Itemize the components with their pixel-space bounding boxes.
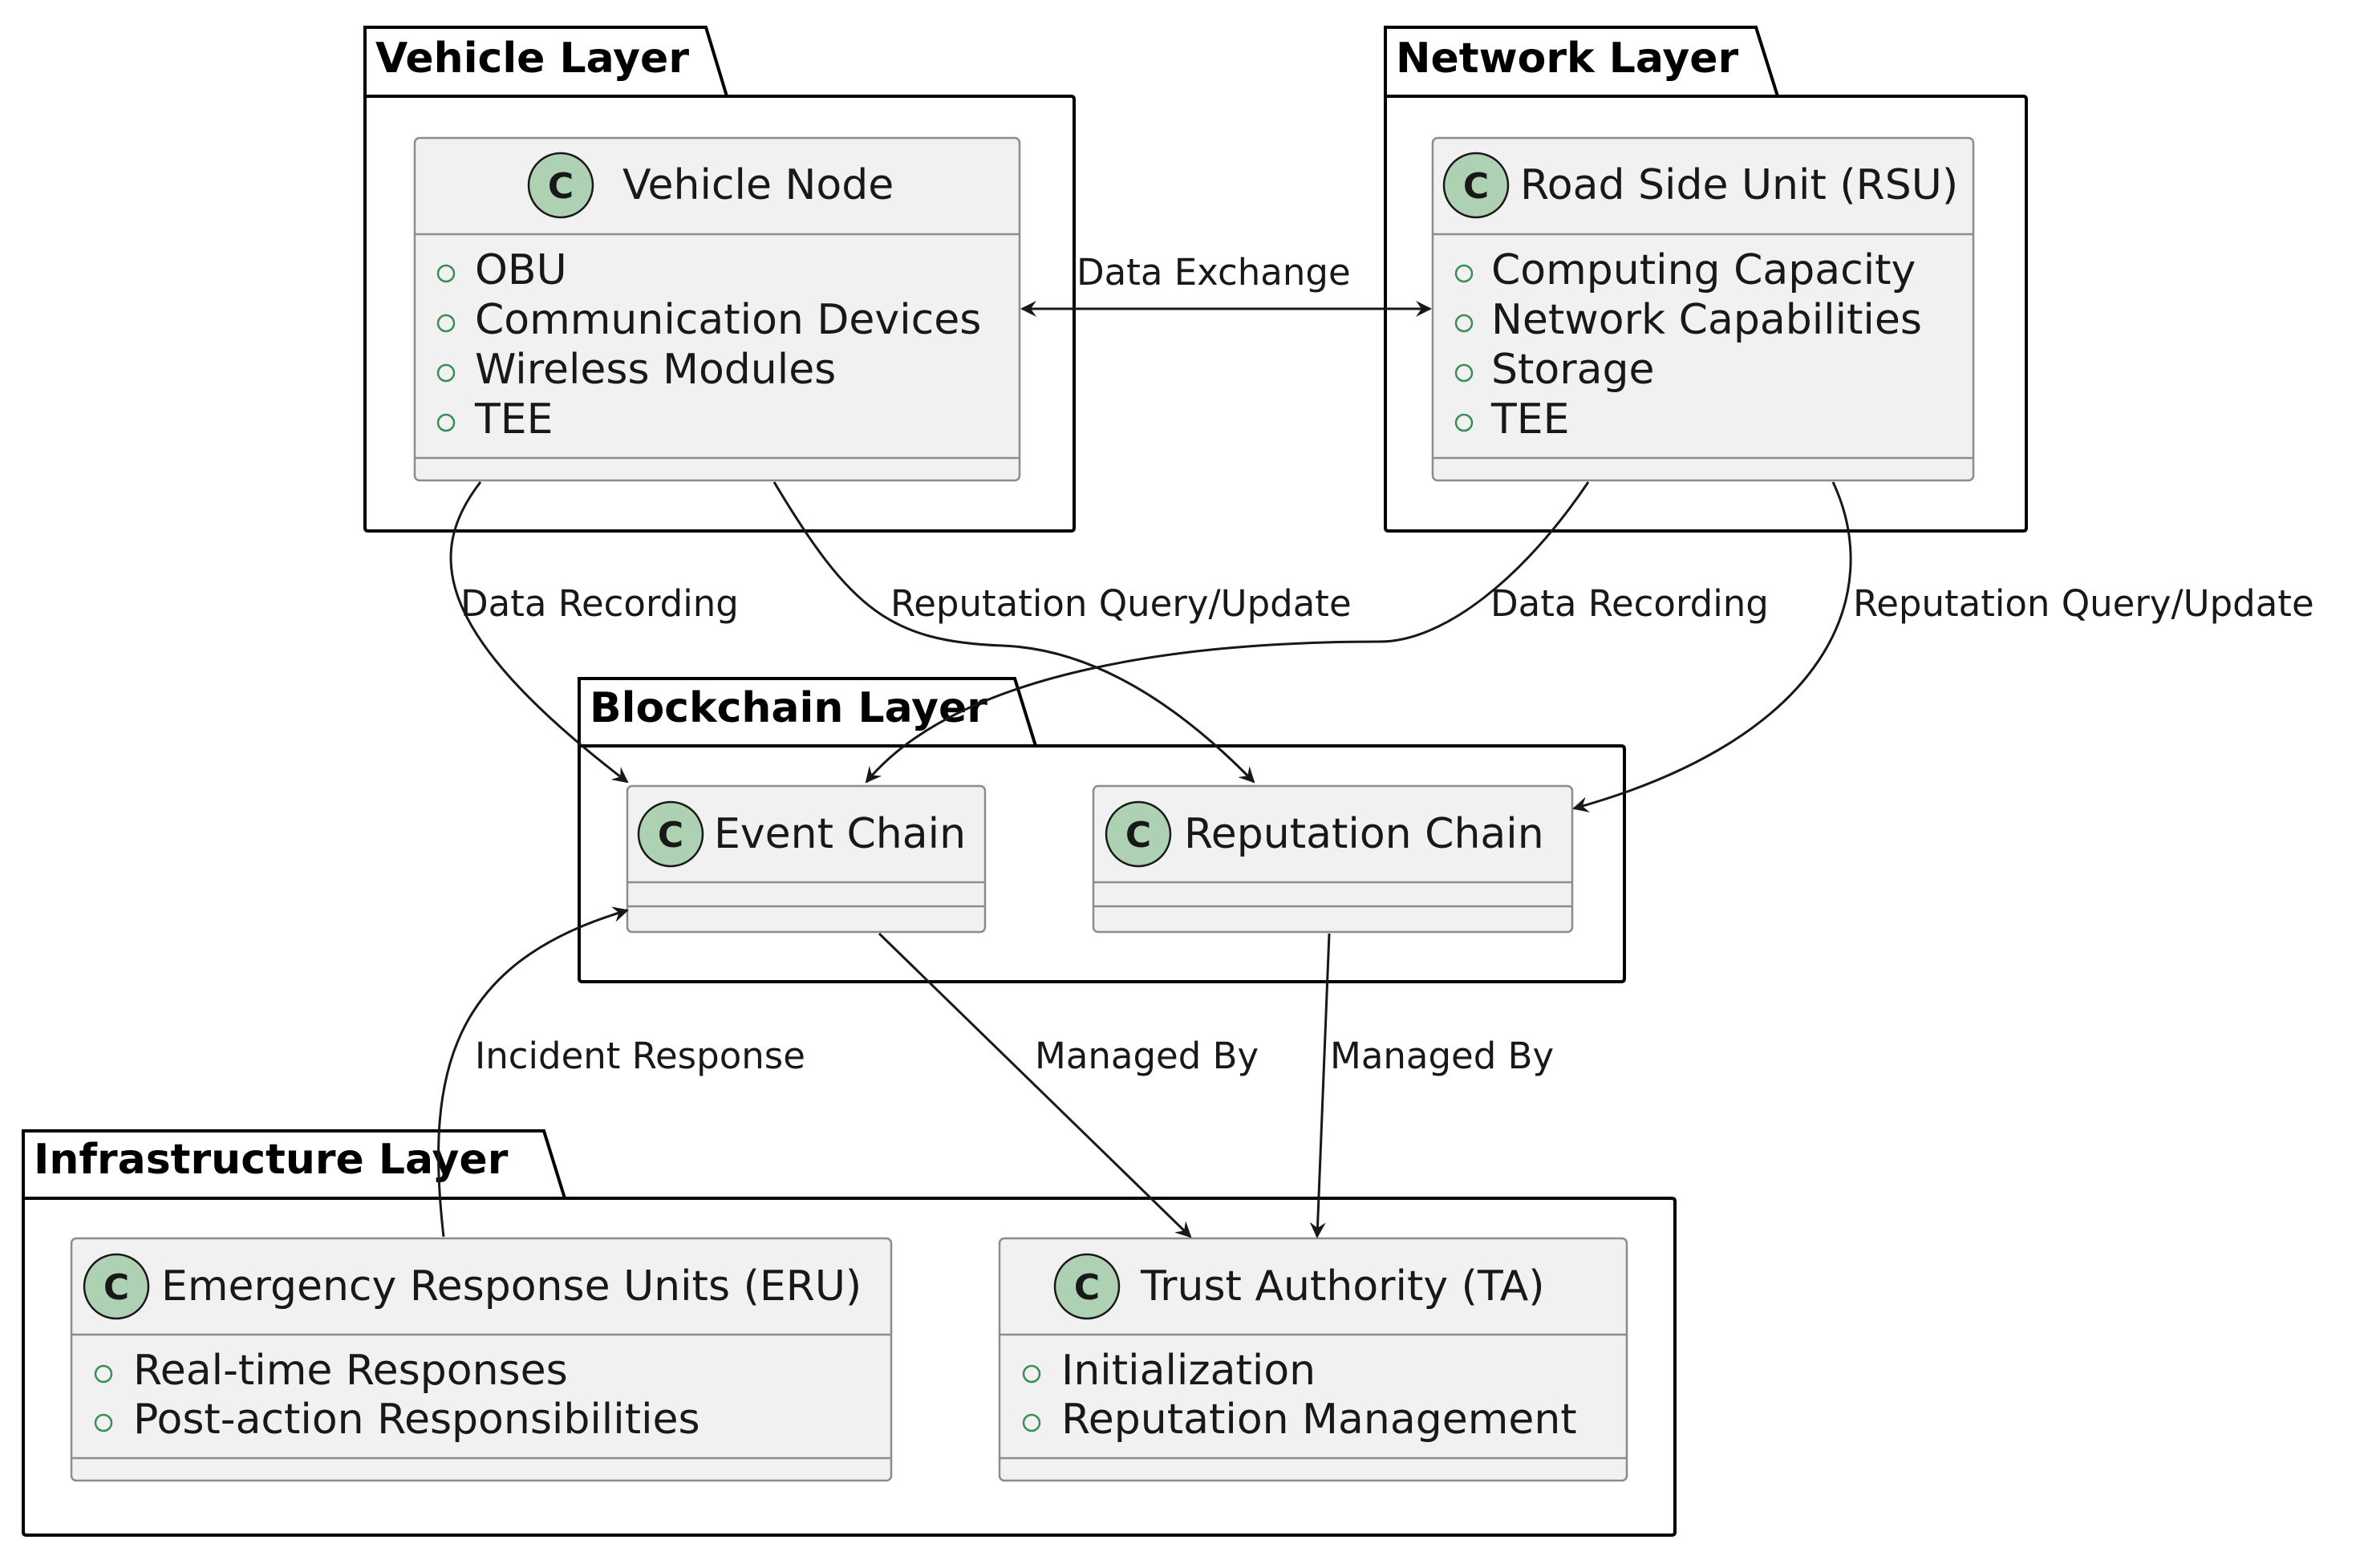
edge-label: Data Exchange (1077, 251, 1351, 294)
svg-text:C: C (1074, 1267, 1100, 1308)
class-icon: C (83, 1253, 150, 1320)
svg-text:C: C (103, 1267, 129, 1308)
edge-label: Data Recording (1490, 582, 1769, 625)
edge-rsu-reputation[interactable]: Reputation Query/Update (1572, 481, 2314, 812)
attribute: Communication Devices (475, 296, 981, 344)
class-name: Event Chain (714, 810, 966, 858)
attribute-list: Computing Capacity Network Capabilities … (1454, 246, 1922, 444)
package-title: Network Layer (1396, 34, 1739, 83)
attribute: TEE (1490, 395, 1569, 444)
class-event-chain[interactable]: C Event Chain (626, 784, 987, 934)
edge-vehicle-reputation[interactable]: Reputation Query/Update (772, 481, 1352, 784)
class-trust-authority[interactable]: C Trust Authority (TA) Initialization Re… (998, 1237, 1628, 1482)
attribute: Real-time Responses (133, 1347, 568, 1395)
visibility-icon (436, 363, 456, 383)
svg-text:C: C (548, 166, 574, 207)
svg-text:C: C (1125, 815, 1151, 856)
svg-text:C: C (658, 815, 683, 856)
edge-label: Managed By (1035, 1035, 1259, 1077)
visibility-icon (94, 1364, 113, 1384)
visibility-icon (1454, 413, 1474, 432)
class-icon: C (1442, 152, 1510, 219)
visibility-icon (94, 1413, 113, 1432)
edge-vehicle-data-recording[interactable]: Data Recording (449, 481, 739, 784)
visibility-icon (1454, 314, 1474, 333)
attribute: Storage (1491, 346, 1654, 394)
attribute: Initialization (1061, 1347, 1316, 1395)
visibility-icon (436, 314, 456, 333)
class-reputation-chain[interactable]: C Reputation Chain (1092, 784, 1574, 934)
attribute: Computing Capacity (1491, 246, 1916, 294)
attribute: Reputation Management (1061, 1396, 1577, 1444)
edge-label: Reputation Query/Update (1853, 582, 2314, 625)
visibility-icon (436, 264, 456, 283)
class-name: Trust Authority (TA) (1140, 1262, 1545, 1311)
edge-reputation-managed-by[interactable]: Managed By (1309, 933, 1554, 1238)
edge-label: Managed By (1330, 1035, 1554, 1077)
attribute: OBU (475, 246, 567, 294)
edge-label: Data Recording (460, 582, 739, 625)
class-icon: C (527, 152, 594, 219)
edge-label: Incident Response (475, 1035, 805, 1077)
edge-event-managed-by[interactable]: Managed By (878, 932, 1259, 1238)
visibility-icon (1022, 1413, 1041, 1432)
class-vehicle-node[interactable]: C Vehicle Node OBU Communication Devices… (413, 136, 1021, 482)
class-name: Vehicle Node (622, 161, 894, 209)
edge-label: Reputation Query/Update (890, 582, 1352, 625)
svg-text:C: C (1463, 166, 1489, 207)
package-title: Blockchain Layer (590, 684, 987, 732)
visibility-icon (436, 413, 456, 432)
class-icon: C (1053, 1253, 1121, 1320)
attribute: TEE (474, 395, 553, 444)
class-name: Road Side Unit (RSU) (1520, 161, 1958, 209)
edge-data-exchange[interactable]: Data Exchange (1020, 251, 1432, 317)
class-name: Reputation Chain (1184, 810, 1544, 858)
attribute-list: Real-time Responses Post-action Responsi… (94, 1347, 700, 1444)
attribute-list: OBU Communication Devices Wireless Modul… (436, 246, 981, 444)
attribute: Wireless Modules (475, 346, 836, 394)
class-emergency-response-units[interactable]: C Emergency Response Units (ERU) Real-ti… (70, 1237, 893, 1482)
class-icon: C (1105, 800, 1172, 868)
package-title: Vehicle Layer (375, 34, 689, 83)
attribute: Network Capabilities (1491, 296, 1922, 344)
package-title: Infrastructure Layer (34, 1136, 509, 1184)
edge-incident-response[interactable]: Incident Response (437, 906, 805, 1238)
class-name: Emergency Response Units (ERU) (161, 1262, 862, 1311)
visibility-icon (1454, 363, 1474, 383)
visibility-icon (1454, 264, 1474, 283)
attribute: Post-action Responsibilities (133, 1396, 700, 1444)
class-road-side-unit[interactable]: C Road Side Unit (RSU) Computing Capacit… (1431, 136, 1975, 482)
edge-rsu-data-recording[interactable]: Data Recording (865, 481, 1769, 784)
visibility-icon (1022, 1364, 1041, 1384)
attribute-list: Initialization Reputation Management (1022, 1347, 1577, 1444)
class-icon: C (637, 800, 704, 868)
